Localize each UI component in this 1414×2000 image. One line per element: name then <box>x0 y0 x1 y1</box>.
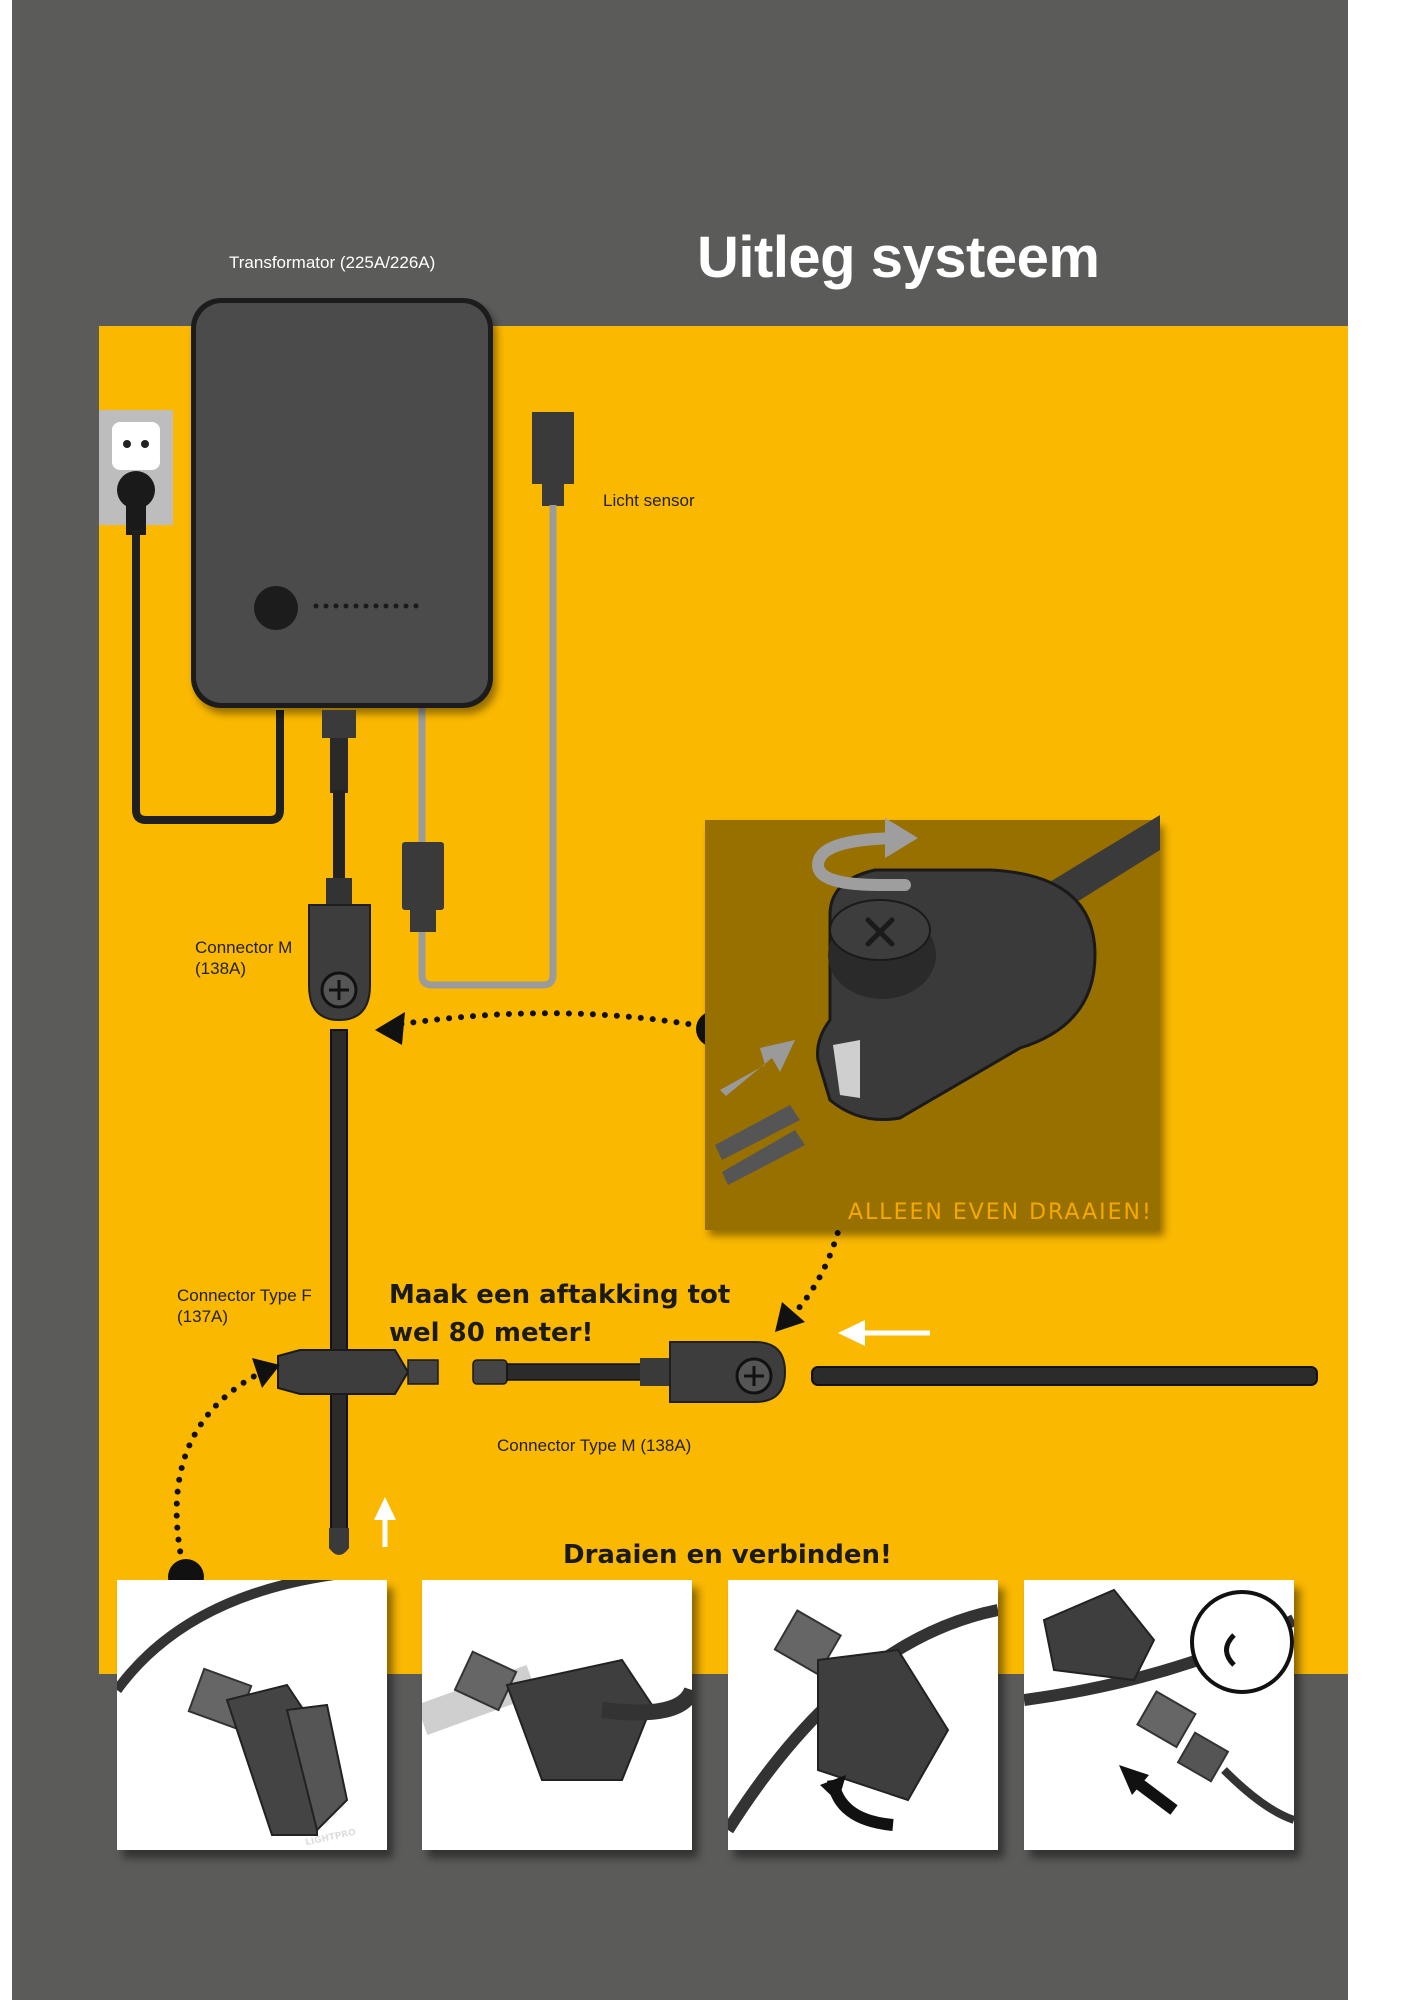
step-photo-3 <box>728 1580 998 1850</box>
light-sensor-icon <box>532 412 574 506</box>
connector-m <box>308 904 371 1022</box>
indicator-dots <box>313 603 419 609</box>
branch-callout-line1: Maak een aftakking tot <box>389 1280 731 1310</box>
main-cable <box>330 1029 348 1531</box>
light-sensor-label: Licht sensor <box>603 491 695 510</box>
power-cord <box>132 530 284 824</box>
step-photo-4 <box>1024 1580 1294 1850</box>
connector-m-label-line1: Connector M <box>195 938 293 957</box>
connector-f-label-line2: (137A) <box>177 1307 229 1326</box>
insert-direction-arrow-icon <box>720 1040 795 1096</box>
warning-text: ALLEEN EVEN DRAAIEN! <box>848 1200 1153 1225</box>
transformer-device <box>191 298 493 708</box>
page-title: Uitleg systeem <box>697 225 1100 290</box>
detail-inset <box>705 815 1160 1230</box>
step-photo-2 <box>422 1580 692 1850</box>
plug-icon <box>117 471 155 535</box>
transformer-label: Transformator (225A/226A) <box>229 253 436 272</box>
sensor-cable-plug <box>402 842 444 910</box>
wall-socket-icon <box>99 410 173 525</box>
connector-f <box>277 1349 439 1395</box>
branch-callout-line2: wel 80 meter! <box>389 1318 594 1348</box>
connector-type-m <box>472 1341 787 1403</box>
branch-cable <box>811 1366 1318 1386</box>
twist-connect-callout: Draaien en verbinden! <box>563 1540 892 1570</box>
connector-f-label-line1: Connector Type F <box>177 1286 312 1305</box>
connector-type-m-label: Connector Type M (138A) <box>497 1436 692 1455</box>
rotate-arrow-icon <box>811 818 918 891</box>
sensor-cable <box>418 505 557 989</box>
connector-m-label-line2: (138A) <box>195 959 247 978</box>
step-photo-1 <box>117 1580 387 1850</box>
dotted-arrow-to-connector-m <box>392 1010 715 1031</box>
dotted-arrow-to-connector-f <box>173 1369 265 1578</box>
cross-knob-icon <box>865 917 895 947</box>
